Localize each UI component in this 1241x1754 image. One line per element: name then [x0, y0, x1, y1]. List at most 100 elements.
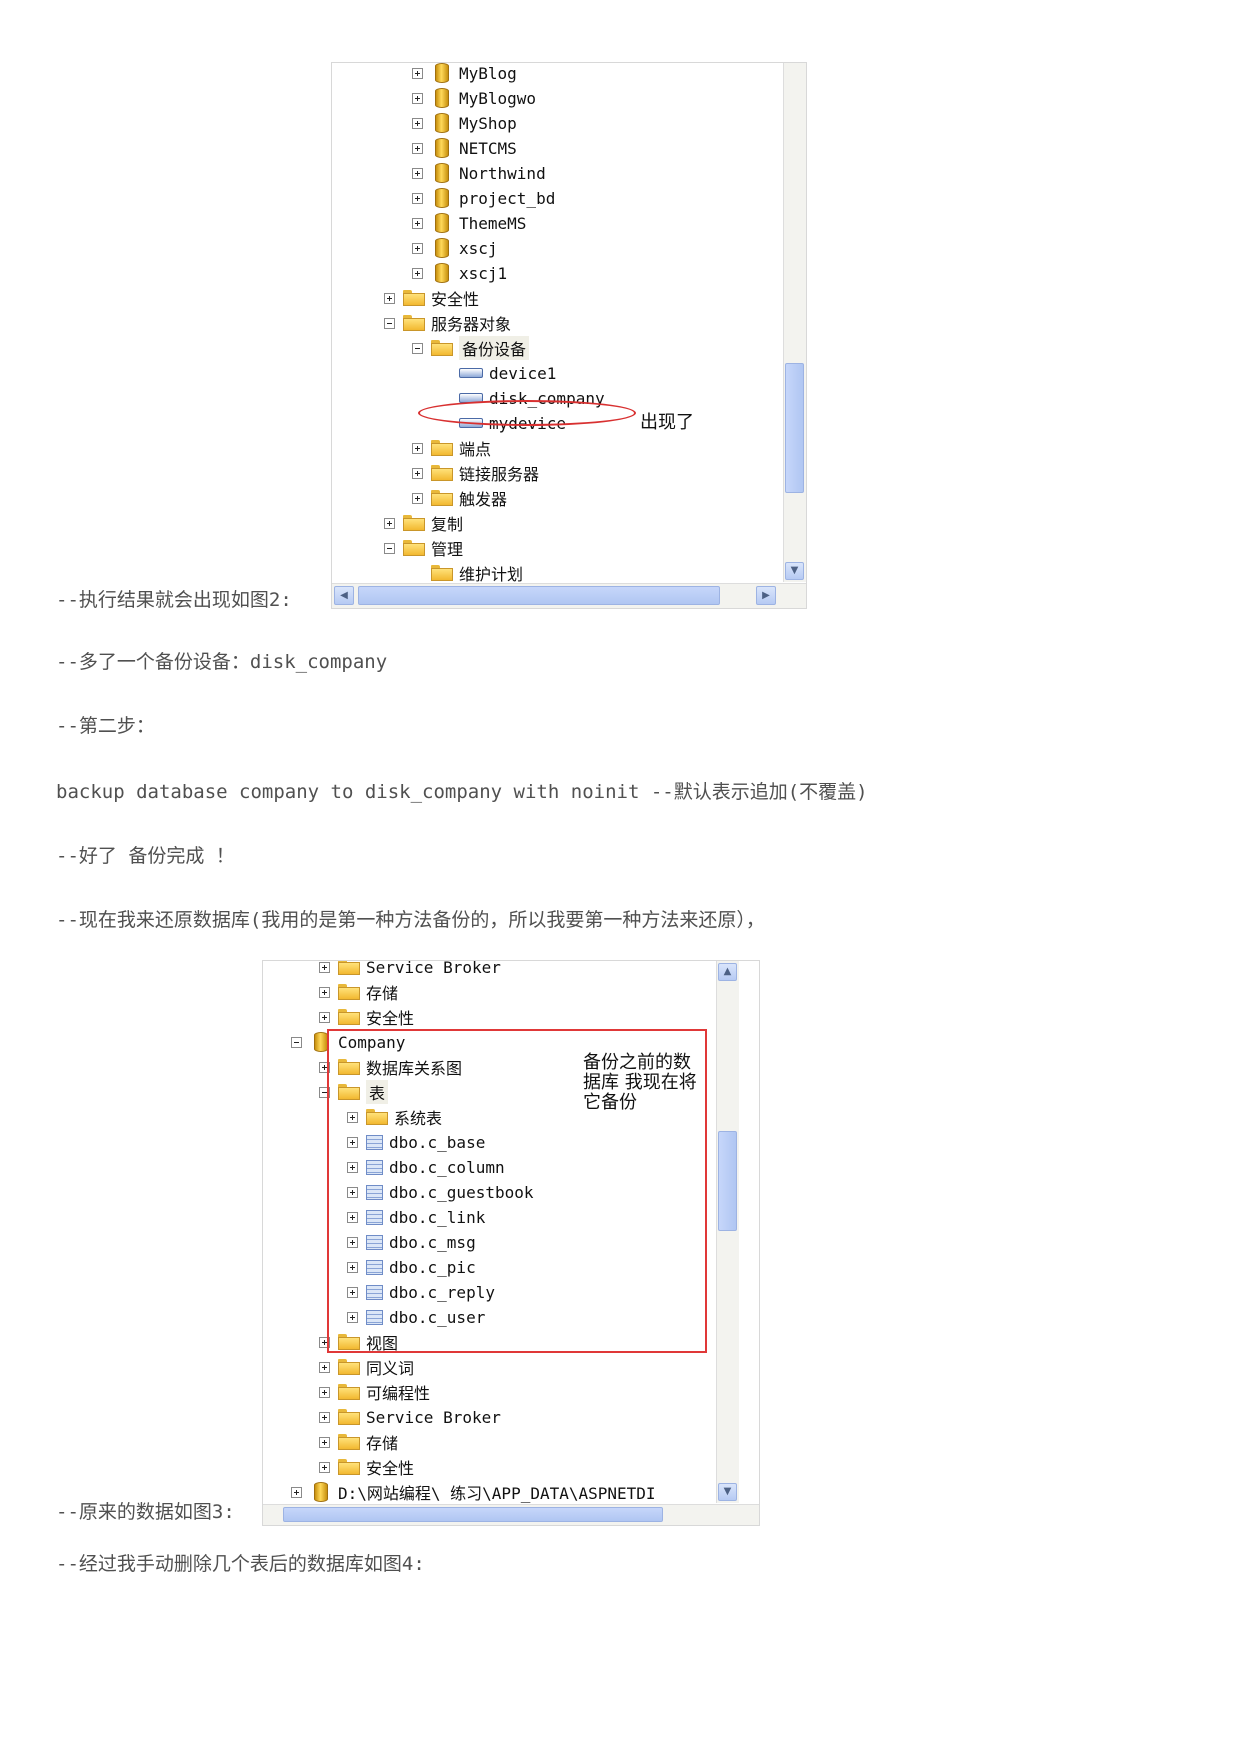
scroll-down-button-2[interactable]: ▼ [718, 1483, 737, 1501]
expand-icon[interactable] [412, 117, 423, 129]
expand-icon[interactable] [384, 517, 395, 529]
expand-icon[interactable] [319, 1011, 330, 1023]
scroll-up-button[interactable]: ▲ [718, 963, 737, 981]
tree-node[interactable]: 安全性 [319, 1455, 414, 1479]
tree-node[interactable]: 存储 [319, 980, 398, 1004]
collapse-icon[interactable] [291, 1036, 302, 1048]
horizontal-scrollbar-2[interactable] [263, 1504, 759, 1525]
tree-node[interactable]: 表 [319, 1080, 389, 1104]
tree-node[interactable]: 安全性 [384, 286, 479, 310]
tree-node-label: dbo.c_link [389, 1207, 486, 1227]
tree-node[interactable]: xscj [412, 236, 498, 260]
expand-icon[interactable] [347, 1286, 358, 1298]
expand-icon[interactable] [319, 1411, 330, 1423]
tree-node[interactable]: MyBlog [412, 63, 517, 85]
tree-node[interactable]: 安全性 [319, 1005, 414, 1029]
expand-icon[interactable] [347, 1311, 358, 1323]
expand-icon[interactable] [384, 292, 395, 304]
tree-node[interactable]: dbo.c_link [347, 1205, 485, 1229]
tree-node[interactable]: 服务器对象 [384, 311, 511, 335]
tree-node[interactable]: 端点 [412, 436, 491, 460]
tree-node[interactable]: dbo.c_msg [347, 1230, 476, 1254]
expand-icon[interactable] [291, 1486, 302, 1498]
folder-icon [338, 1359, 360, 1375]
tree-node-label: xscj [459, 238, 498, 258]
tree-node[interactable]: dbo.c_guestbook [347, 1180, 534, 1204]
expand-icon[interactable] [319, 1436, 330, 1448]
tree-node[interactable]: Service Broker [319, 1405, 501, 1429]
expand-icon[interactable] [412, 242, 423, 254]
tree-node[interactable]: Northwind [412, 161, 546, 185]
expand-icon[interactable] [347, 1111, 358, 1123]
expand-icon[interactable] [347, 1236, 358, 1248]
tree-node[interactable]: xscj1 [412, 261, 507, 285]
expand-icon[interactable] [412, 192, 423, 204]
expand-icon[interactable] [319, 1461, 330, 1473]
collapse-icon[interactable] [384, 542, 395, 554]
tree-node[interactable]: 链接服务器 [412, 461, 539, 485]
expand-icon[interactable] [347, 1211, 358, 1223]
tree-node[interactable]: 复制 [384, 511, 463, 535]
expand-icon[interactable] [347, 1136, 358, 1148]
tree-node[interactable]: Service Broker [319, 961, 501, 979]
scroll-down-button[interactable]: ▼ [785, 562, 804, 580]
tree-node[interactable]: 同义词 [319, 1355, 414, 1379]
scrollbar-thumb[interactable] [785, 363, 804, 493]
folder-icon [403, 540, 425, 556]
tree-node[interactable]: dbo.c_pic [347, 1255, 476, 1279]
tree-node[interactable]: 触发器 [412, 486, 507, 510]
tree-node[interactable]: dbo.c_base [347, 1130, 485, 1154]
expand-icon[interactable] [412, 167, 423, 179]
tree-node[interactable]: 管理 [384, 536, 463, 560]
horizontal-scrollbar-thumb[interactable] [358, 586, 720, 605]
tree-node[interactable]: NETCMS [412, 136, 517, 160]
tree-node[interactable]: MyBlogwo [412, 86, 536, 110]
tree-node[interactable]: 备份设备 [412, 336, 530, 360]
vertical-scrollbar-2[interactable]: ▲ ▼ [716, 961, 739, 1503]
tree-node[interactable]: Company [291, 1030, 405, 1054]
tree-node[interactable]: 可编程性 [319, 1380, 430, 1404]
expand-icon[interactable] [412, 467, 423, 479]
expand-icon[interactable] [347, 1161, 358, 1173]
collapse-icon[interactable] [384, 317, 395, 329]
expand-icon[interactable] [412, 267, 423, 279]
tree-node-label: Northwind [459, 163, 546, 183]
expand-icon[interactable] [412, 492, 423, 504]
vertical-scrollbar[interactable]: ▼ [783, 63, 806, 582]
expand-icon[interactable] [319, 961, 330, 973]
expand-icon[interactable] [319, 1361, 330, 1373]
tree-node[interactable]: device1 [440, 361, 556, 385]
collapse-icon[interactable] [412, 342, 423, 354]
scrollbar-thumb-2[interactable] [718, 1131, 737, 1231]
expand-icon[interactable] [412, 217, 423, 229]
expand-icon[interactable] [319, 1336, 330, 1348]
expand-icon[interactable] [347, 1186, 358, 1198]
tree-node[interactable]: MyShop [412, 111, 517, 135]
expand-icon[interactable] [412, 442, 423, 454]
expand-icon[interactable] [412, 92, 423, 104]
tree-node[interactable]: 维护计划 [412, 561, 523, 585]
expand-icon[interactable] [319, 1386, 330, 1398]
expand-icon[interactable] [412, 142, 423, 154]
tree-node[interactable]: dbo.c_column [347, 1155, 505, 1179]
scroll-right-button[interactable]: ▶ [756, 586, 776, 605]
expand-icon[interactable] [412, 67, 423, 79]
scroll-left-button[interactable]: ◀ [334, 586, 354, 605]
database-icon [435, 188, 449, 208]
expand-icon[interactable] [319, 986, 330, 998]
expand-icon[interactable] [319, 1061, 330, 1073]
tree-node[interactable]: project_bd [412, 186, 555, 210]
tree-node[interactable]: 数据库关系图 [319, 1055, 462, 1079]
tree-node[interactable]: dbo.c_reply [347, 1280, 495, 1304]
tree-node[interactable]: ThemeMS [412, 211, 526, 235]
tree-node[interactable]: 视图 [319, 1330, 398, 1354]
expand-icon[interactable] [347, 1261, 358, 1273]
tree-node[interactable]: 存储 [319, 1430, 398, 1454]
tree-node[interactable]: 系统表 [347, 1105, 442, 1129]
collapse-icon[interactable] [319, 1086, 330, 1098]
horizontal-scrollbar[interactable]: ◀ ▶ [332, 583, 806, 608]
tree-node[interactable]: dbo.c_user [347, 1305, 485, 1329]
folder-icon [431, 440, 453, 456]
horizontal-scrollbar-thumb-2[interactable] [283, 1507, 663, 1522]
tree-node[interactable]: D:\网站编程\ 练习\APP_DATA\ASPNETDI [291, 1480, 656, 1504]
